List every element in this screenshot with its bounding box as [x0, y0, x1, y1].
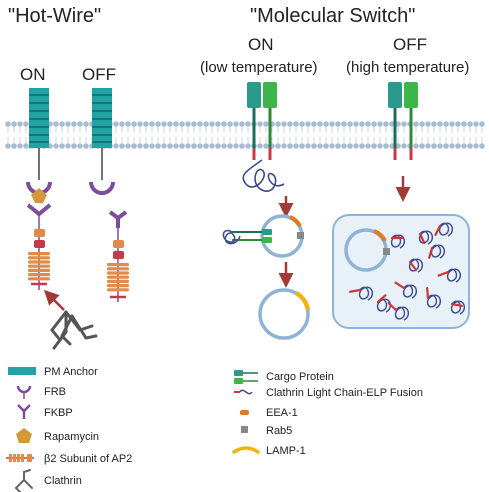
- legend-pm-anchor: PM Anchor: [44, 366, 98, 378]
- plasma-membrane: [5, 121, 485, 149]
- switch-on-label: ON: [248, 35, 274, 54]
- legend-cargo-protein: Cargo Protein: [266, 371, 334, 383]
- legend-left: PM Anchor FRB FKBP Rapamycin β2 Subunit …: [6, 366, 132, 492]
- aggregate-box: [332, 214, 470, 329]
- clathrin-recruit-arrow: [43, 289, 65, 311]
- frb-off-icon: [89, 181, 115, 195]
- rapamycin-icon: [31, 188, 47, 203]
- legend-rapamycin: Rapamycin: [44, 431, 99, 443]
- frb-legend-icon: [16, 385, 32, 399]
- switch-off-label: OFF: [393, 35, 427, 54]
- fkbp-icon: [26, 203, 52, 217]
- eea1-legend-icon: [240, 410, 249, 415]
- fkbp-legend-icon: [17, 404, 31, 419]
- hotwire-on-label: ON: [20, 65, 46, 84]
- legend-frb: FRB: [44, 386, 66, 398]
- legend-right: Cargo Protein Clathrin Light Chain-ELP F…: [232, 370, 423, 457]
- switch-off-cargo: [388, 82, 418, 160]
- legend-ap2: β2 Subunit of AP2: [44, 453, 132, 465]
- legend-clathrin: Clathrin: [44, 475, 82, 487]
- clathrin-legend-icon: [14, 469, 33, 492]
- hotwire-title: "Hot-Wire": [8, 5, 101, 27]
- fkbp-off-icon: [108, 210, 128, 228]
- switch-on-vesicle-late: [258, 288, 311, 340]
- elp-fusion-legend-icon: [234, 389, 253, 395]
- legend-elp-fusion: Clathrin Light Chain-ELP Fusion: [266, 387, 423, 399]
- molecular-switch-title: "Molecular Switch": [250, 5, 415, 27]
- switch-on-sublabel: (low temperature): [200, 59, 318, 76]
- pm-anchor-off: [92, 88, 112, 148]
- legend-lamp1: LAMP-1: [266, 445, 306, 457]
- clathrin-triskelion: [50, 310, 98, 350]
- switch-on-cargo: [242, 82, 285, 192]
- hotwire-on-construct: [26, 88, 52, 290]
- legend-eea1: EEA-1: [266, 407, 298, 419]
- lamp1-legend-icon: [232, 446, 260, 454]
- pm-anchor-on: [29, 88, 49, 148]
- elp-fusion-coil: [242, 159, 285, 192]
- rapamycin-legend-icon: [16, 428, 32, 443]
- hotwire-off-label: OFF: [82, 65, 116, 84]
- switch-off-sublabel: (high temperature): [346, 59, 469, 76]
- switch-on-vesicle-early: [222, 214, 304, 258]
- legend-rab5: Rab5: [266, 425, 292, 437]
- ap2-legend-icon: [6, 454, 34, 462]
- rab5-legend-icon: [241, 426, 248, 433]
- cargo-protein-legend-icon: [234, 370, 258, 384]
- legend-fkbp: FKBP: [44, 407, 73, 419]
- hotwire-off-construct: [89, 88, 129, 302]
- pm-anchor-icon: [8, 367, 36, 375]
